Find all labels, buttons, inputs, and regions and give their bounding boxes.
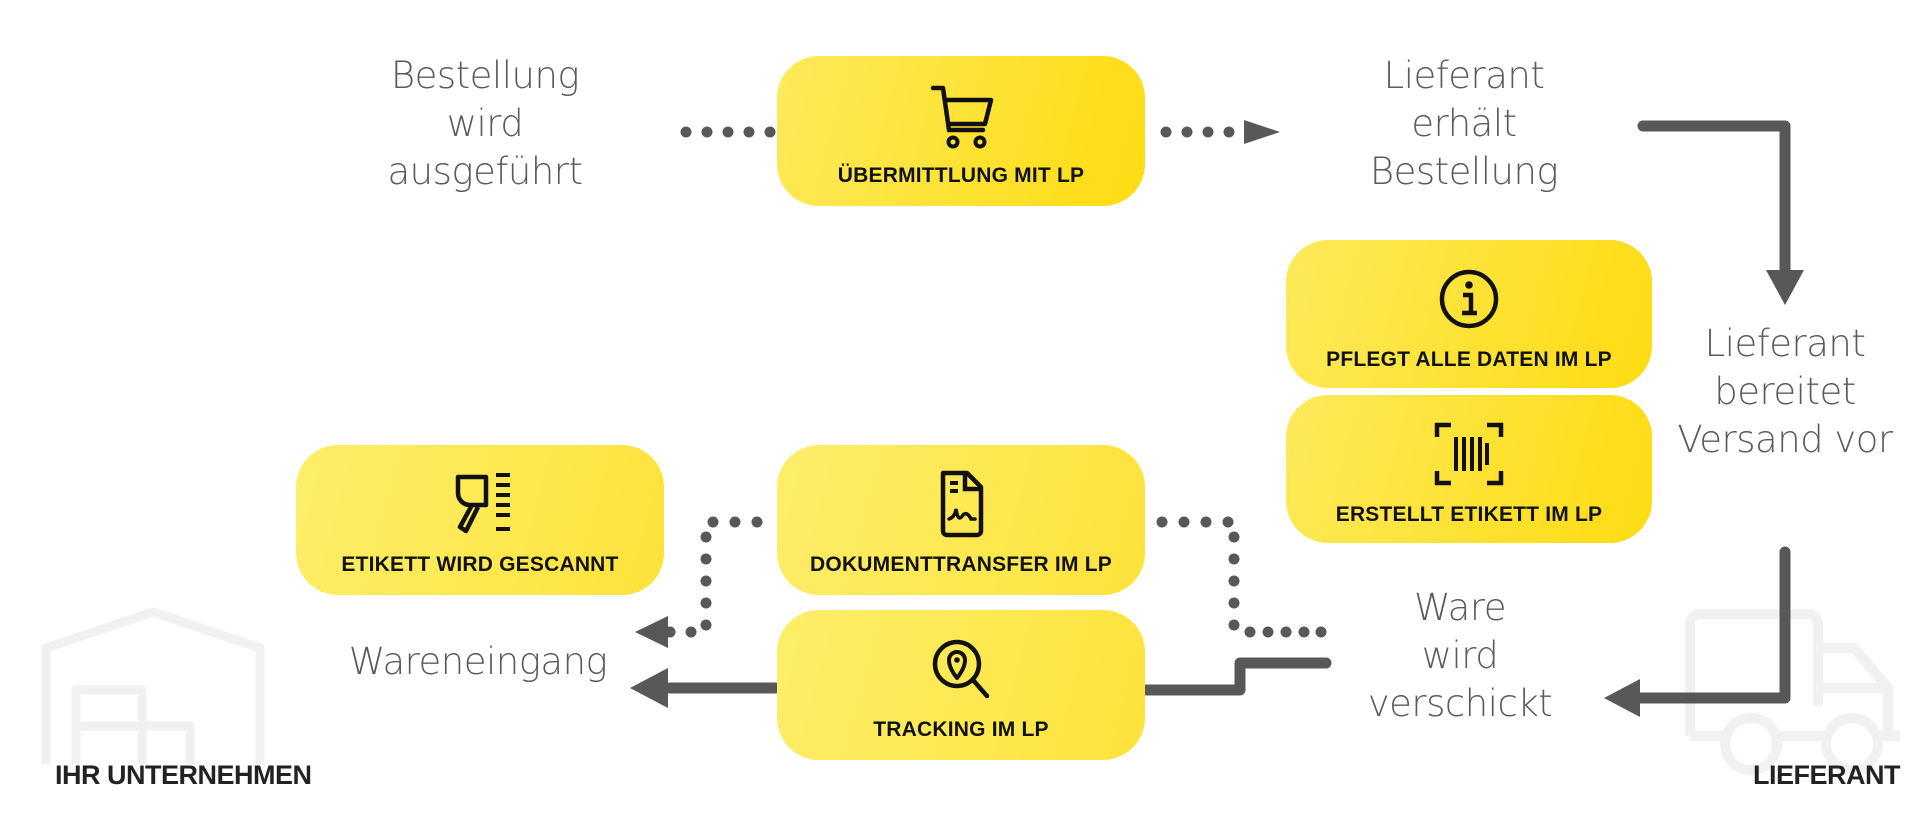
side-label-supplier: LIEFERANT (1753, 760, 1901, 790)
step-goods-receipt: Wareneingang (348, 640, 608, 683)
step-supplier-prepares-shipment: Lieferant bereitet Versand vor (1677, 322, 1893, 461)
dotted-arrow-transfer-to-supplier (1160, 120, 1280, 144)
elbow-arrow-order-received-to-prepare (1637, 120, 1791, 286)
dotted-connector-order-to-transfer (680, 126, 776, 138)
box-dokumenttransfer: DOKUMENTTRANSFER IM LP (777, 445, 1145, 595)
side-label-company: IHR UNTERNEHMEN (55, 760, 312, 790)
step-goods-shipped: Ware wird verschickt (1367, 586, 1553, 725)
warehouse-icon (41, 607, 265, 764)
step-order-executed: Bestellung wird ausgeführt (387, 54, 583, 193)
box-label: ETIKETT WIRD GESCANNT (341, 553, 619, 576)
box-label: PFLEGT ALLE DATEN IM LP (1326, 348, 1612, 371)
box-tracking: TRACKING IM LP (777, 610, 1145, 760)
box-uebermittlung: ÜBERMITTLUNG MIT LP (777, 56, 1145, 206)
box-pflegt: PFLEGT ALLE DATEN IM LP (1286, 240, 1652, 388)
dotted-arrow-document-to-wareneingang (635, 516, 763, 648)
box-label: TRACKING IM LP (873, 718, 1049, 741)
info-icon (1439, 269, 1499, 329)
barcode-icon (1434, 422, 1504, 486)
location-search-icon (932, 639, 990, 699)
box-gescannt: ETIKETT WIRD GESCANNT (296, 445, 664, 595)
box-label: ERSTELLT ETIKETT IM LP (1335, 503, 1603, 526)
shopping-cart-icon (930, 85, 994, 149)
box-erstellt: ERSTELLT ETIKETT IM LP (1286, 395, 1652, 543)
box-label: ÜBERMITTLUNG MIT LP (837, 164, 1085, 187)
truck-icon (1685, 609, 1900, 775)
box-label: DOKUMENTTRANSFER IM LP (810, 553, 1112, 576)
step-line-shipped-to-tracking (1140, 657, 1332, 696)
document-signature-icon (940, 470, 984, 538)
step-supplier-receives-order: Lieferant erhält Bestellung (1369, 54, 1559, 193)
elbow-arrow-prepare-to-shipped (1634, 546, 1791, 704)
barcode-scanner-icon (455, 473, 510, 534)
dotted-connector-shipment-to-document (1156, 516, 1327, 638)
